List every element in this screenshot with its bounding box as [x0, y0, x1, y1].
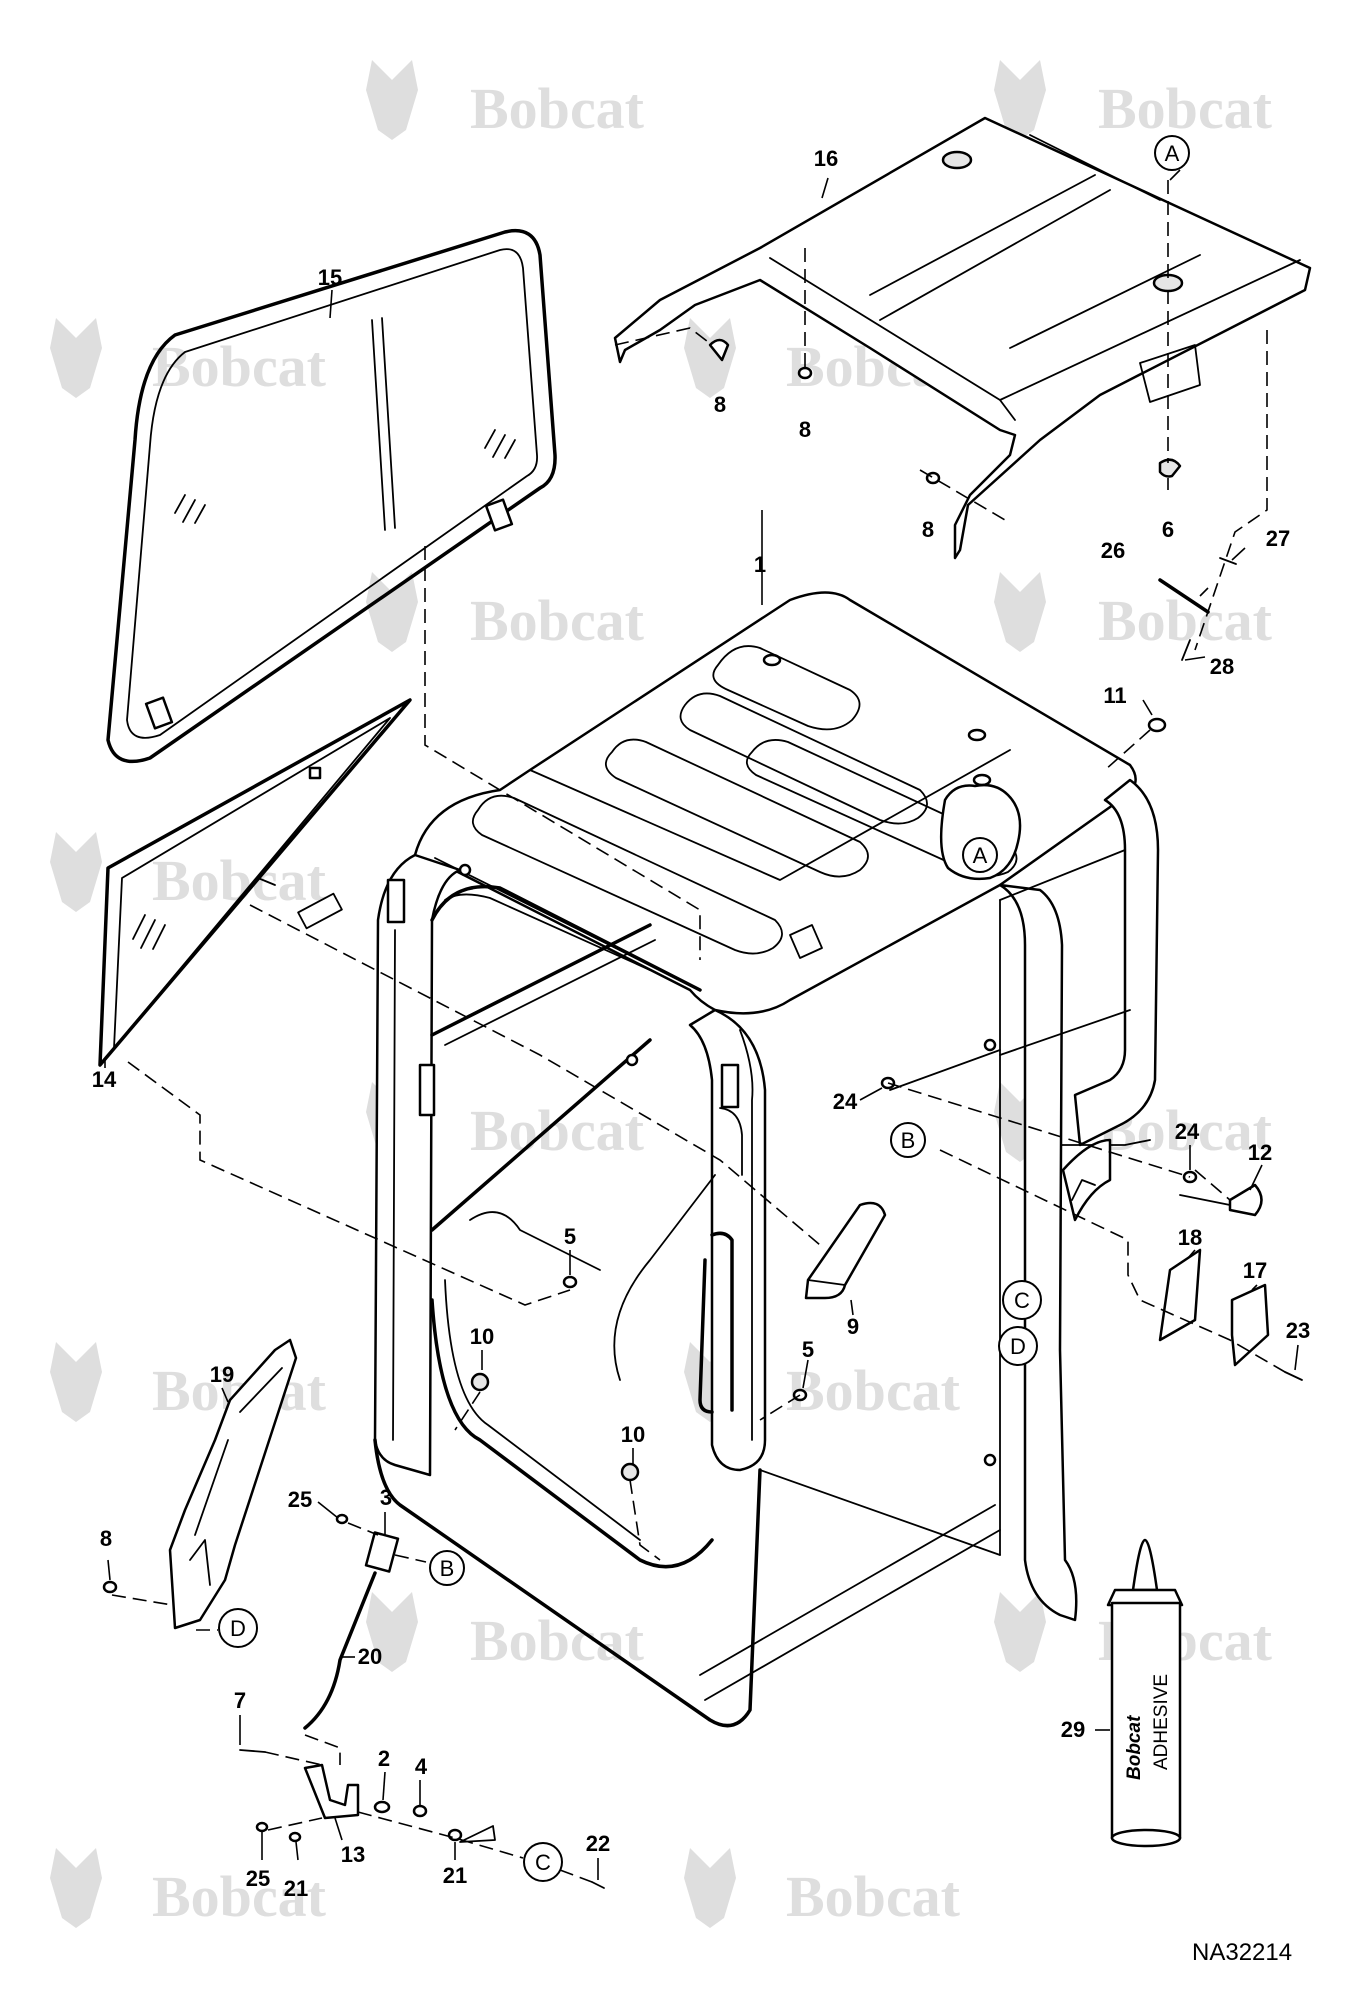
watermark-1: Bobcat — [366, 60, 645, 141]
ref-a-top: A — [1154, 135, 1190, 171]
callout-24-right: 24 — [1175, 1119, 1200, 1144]
svg-text:Bobcat: Bobcat — [470, 588, 645, 653]
callout-17: 17 — [1243, 1258, 1267, 1283]
svg-text:ADHESIVE: ADHESIVE — [1151, 1674, 1172, 1770]
svg-text:Bobcat: Bobcat — [786, 1864, 961, 1929]
ref-c-cab: C — [1002, 1280, 1042, 1320]
part-26-rod — [1158, 557, 1237, 661]
drawing-id: NA32214 — [1192, 1939, 1292, 1966]
callout-20: 20 — [358, 1644, 382, 1669]
callout-11: 11 — [1103, 683, 1126, 708]
part-1-cab-frame — [373, 591, 1160, 1728]
callout-14: 14 — [92, 1067, 117, 1092]
callout-labels: 1 16 15 14 8 8 8 6 26 27 28 11 24 24 12 … — [92, 146, 1310, 1901]
callout-8-left: 8 — [100, 1526, 112, 1551]
svg-text:Bobcat: Bobcat — [470, 1608, 645, 1673]
svg-text:D: D — [230, 1616, 246, 1641]
svg-text:C: C — [1014, 1288, 1030, 1313]
watermark-6: Bobcat — [994, 572, 1273, 653]
callout-29: 29 — [1061, 1717, 1085, 1742]
fasteners-roof — [708, 338, 1182, 485]
callout-21-center: 21 — [443, 1863, 467, 1888]
callout-8-roof-left: 8 — [714, 392, 726, 417]
watermark-5: Bobcat — [366, 572, 645, 653]
callout-5-upper: 5 — [564, 1224, 576, 1249]
callout-21-left: 21 — [284, 1876, 308, 1901]
svg-text:Bobcat: Bobcat — [470, 1098, 645, 1163]
callout-2: 2 — [378, 1746, 390, 1771]
callout-9: 9 — [847, 1314, 859, 1339]
callout-10-center: 10 — [621, 1422, 645, 1447]
ref-b-cab: B — [890, 1122, 926, 1158]
callout-23: 23 — [1286, 1318, 1310, 1343]
callout-28: 28 — [1210, 654, 1234, 679]
svg-text:Bobcat: Bobcat — [470, 76, 645, 141]
callout-4: 4 — [415, 1754, 428, 1779]
callout-27: 27 — [1266, 526, 1290, 551]
leader-lines — [104, 169, 1299, 1880]
callout-10-left: 10 — [470, 1324, 494, 1349]
callout-24-center: 24 — [833, 1089, 858, 1114]
svg-text:Bobcat: Bobcat — [1098, 76, 1273, 141]
part-9-pad — [804, 1201, 887, 1300]
callout-25-upper: 25 — [288, 1487, 312, 1512]
watermark-11: Bobcat — [50, 1342, 327, 1423]
callout-3: 3 — [380, 1485, 392, 1510]
part-15-window — [106, 229, 557, 764]
ref-c-bottom: C — [523, 1842, 563, 1882]
svg-text:B: B — [440, 1556, 455, 1581]
callout-26: 26 — [1101, 538, 1125, 563]
callout-16: 16 — [814, 146, 838, 171]
watermark-13: Bobcat — [366, 1592, 645, 1673]
svg-text:D: D — [1010, 1334, 1026, 1359]
callout-12: 12 — [1248, 1140, 1272, 1165]
callout-15: 15 — [318, 265, 342, 290]
callout-5-lower: 5 — [802, 1337, 814, 1362]
part-29-adhesive-tube — [1106, 1538, 1184, 1848]
ref-d-left: D — [218, 1608, 258, 1648]
svg-text:C: C — [535, 1850, 551, 1875]
part-14-triangle-glass — [98, 698, 412, 1067]
svg-text:B: B — [901, 1128, 916, 1153]
latch-assembly — [239, 1513, 605, 1889]
callout-19: 19 — [210, 1362, 234, 1387]
svg-text:Bobcat: Bobcat — [152, 334, 327, 399]
callout-25-lower: 25 — [246, 1866, 270, 1891]
svg-text:Bobcat: Bobcat — [1124, 1715, 1145, 1780]
ref-d-cab: D — [998, 1326, 1038, 1366]
callout-8-roof-right: 8 — [922, 517, 934, 542]
watermark-7: Bobcat — [50, 832, 327, 913]
callout-1: 1 — [754, 552, 766, 577]
svg-text:Bobcat: Bobcat — [152, 1864, 327, 1929]
callout-22: 22 — [586, 1831, 610, 1856]
part-19-bracket — [102, 1338, 298, 1630]
callout-13: 13 — [341, 1842, 365, 1867]
callout-8-roof-center: 8 — [799, 417, 811, 442]
watermark-3: Bobcat — [50, 318, 327, 399]
watermark-16: Bobcat — [684, 1848, 961, 1929]
callout-6: 6 — [1162, 517, 1174, 542]
watermark-2: Bobcat — [994, 60, 1273, 141]
callout-18: 18 — [1178, 1225, 1202, 1250]
reference-markers: A A B B C D D C — [218, 135, 1190, 1882]
ref-b-hinge: B — [429, 1550, 465, 1586]
watermark-15: Bobcat — [50, 1848, 327, 1929]
callout-7: 7 — [234, 1688, 246, 1713]
assembly-lines — [111, 180, 1286, 1883]
ref-a-cab: A — [939, 783, 1022, 881]
svg-text:Bobcat: Bobcat — [786, 1358, 961, 1423]
small-parts-right — [880, 717, 1303, 1381]
svg-text:A: A — [1165, 141, 1180, 166]
svg-text:A: A — [973, 843, 988, 868]
adhesive-tube-label: Bobcat ADHESIVE — [1124, 1674, 1172, 1780]
